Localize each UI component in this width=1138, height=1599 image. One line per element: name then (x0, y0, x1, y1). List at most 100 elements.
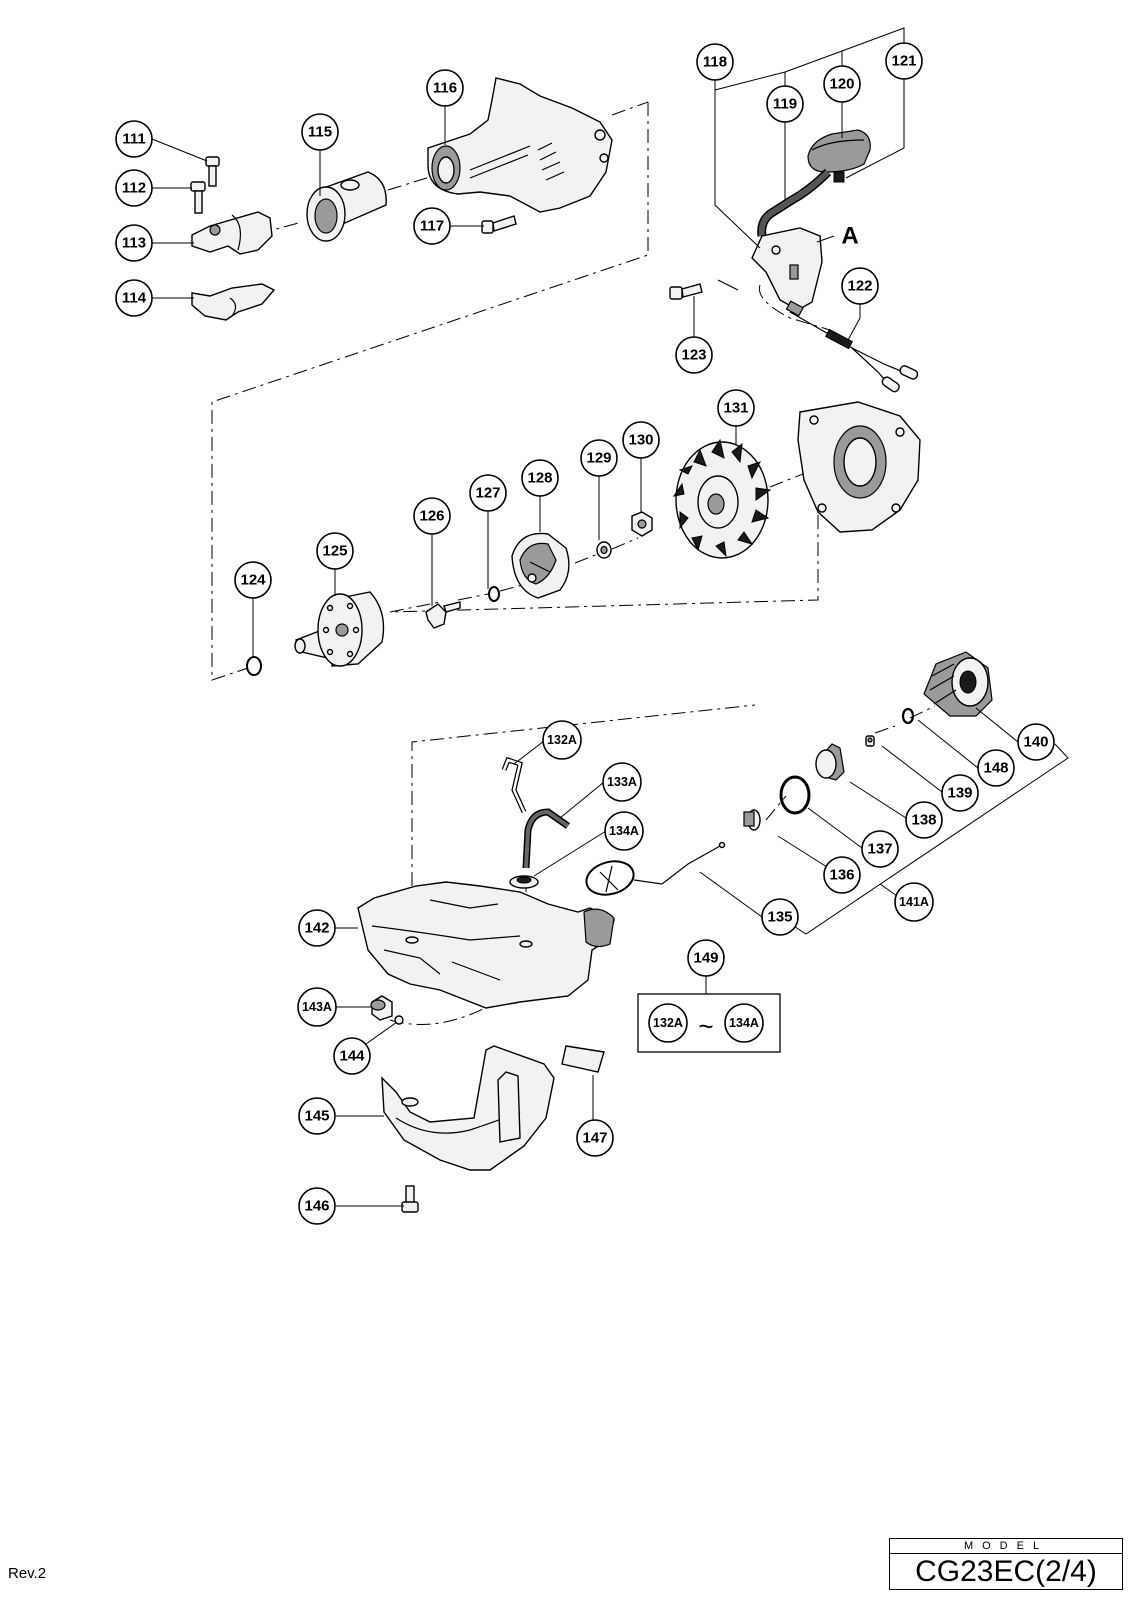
callout-label-140: 140 (1023, 734, 1048, 751)
part-140-fuel-cap (923, 651, 993, 717)
model-title-block: MODEL CG23EC(2/4) (889, 1538, 1123, 1590)
callout-label-142: 142 (304, 920, 329, 937)
callout-label-128: 128 (527, 470, 552, 487)
callout-126: 126 (413, 497, 451, 535)
callout-label-143A: 143A (302, 1000, 332, 1014)
part-123-screw (669, 279, 739, 300)
callout-144: 144 (333, 1037, 371, 1075)
callout-label-141A: 141A (899, 895, 929, 909)
kit-149-to-callout: 134A (724, 1003, 764, 1043)
callout-117: 117 (413, 207, 451, 245)
callout-140: 140 (1017, 723, 1055, 761)
callout-125: 125 (316, 532, 354, 570)
callout-label-135: 135 (767, 909, 792, 926)
callout-149: 149 (687, 939, 725, 977)
leader-lines (151, 27, 1069, 1207)
callout-146: 146 (298, 1187, 336, 1225)
callout-129: 129 (580, 439, 618, 477)
callout-label-132A: 132A (547, 733, 577, 747)
callout-label-147: 147 (582, 1130, 607, 1147)
part-118-switch-plate (751, 227, 823, 311)
part-124-snap-ring (246, 656, 262, 676)
part-134A-grommet (509, 875, 539, 889)
part-111-bolt (205, 156, 220, 187)
part-113-clamp-upper (191, 211, 273, 255)
callout-127: 127 (469, 474, 507, 512)
revision-label: Rev.2 (8, 1565, 47, 1582)
part-130-nut (631, 511, 653, 537)
callout-118: 118 (696, 43, 734, 81)
callout-label-130: 130 (628, 432, 653, 449)
callout-148: 148 (977, 749, 1015, 787)
callout-label-122: 122 (847, 278, 872, 295)
callout-112: 112 (115, 169, 153, 207)
kit-149-from-label: 132A (653, 1016, 683, 1030)
part-145-tank-cover (381, 1045, 555, 1171)
part-114-clamp-lower (191, 283, 276, 321)
callout-label-127: 127 (475, 485, 500, 502)
part-116-clutch-housing (427, 77, 613, 213)
part-135-strainer (585, 841, 726, 896)
callout-label-111: 111 (122, 131, 145, 148)
part-137-gasket (779, 775, 811, 815)
callout-120: 120 (823, 65, 861, 103)
part-133A-fuel-pipe (522, 808, 571, 869)
callout-label-139: 139 (947, 785, 972, 802)
callout-137: 137 (861, 830, 899, 868)
callout-131: 131 (717, 389, 755, 427)
part-131-flywheel (672, 438, 772, 559)
callout-138: 138 (905, 801, 943, 839)
callout-label-148: 148 (983, 760, 1008, 777)
part-122-wire-harness (785, 300, 919, 393)
part-146-screw (401, 1185, 419, 1213)
callout-122: 122 (841, 267, 879, 305)
part-143A-filter (370, 995, 393, 1021)
callout-label-144: 144 (339, 1048, 365, 1065)
callout-label-124: 124 (240, 572, 266, 589)
part-129-washer (596, 541, 612, 559)
callout-133A: 133A (602, 762, 642, 802)
callout-label-119: 119 (773, 96, 797, 113)
part-128-clutch-shoe (511, 532, 570, 599)
callout-132A: 132A (542, 720, 582, 760)
callout-114: 114 (115, 279, 153, 317)
callout-label-149: 149 (693, 950, 718, 967)
callout-123: 123 (675, 336, 713, 374)
callout-143A: 143A (297, 987, 337, 1027)
callout-label-131: 131 (723, 400, 748, 417)
callout-label-121: 121 (891, 53, 916, 70)
kit-149-to-label: 134A (729, 1016, 759, 1030)
callout-label-120: 120 (829, 76, 854, 93)
callout-147: 147 (576, 1119, 614, 1157)
part-136-valve (743, 809, 761, 831)
callout-119: 119 (766, 85, 804, 123)
callout-label-115: 115 (308, 124, 332, 141)
callout-label-133A: 133A (607, 775, 637, 789)
callout-label-146: 146 (304, 1198, 329, 1215)
callout-label-129: 129 (586, 450, 611, 467)
callout-label-114: 114 (122, 290, 147, 307)
model-label: MODEL (890, 1539, 1122, 1554)
callout-label-145: 145 (304, 1108, 329, 1125)
part-125-clutch-drum (294, 591, 385, 667)
callout-145: 145 (298, 1097, 336, 1135)
callout-135: 135 (761, 898, 799, 936)
callout-label-137: 137 (867, 841, 892, 858)
callout-121: 121 (885, 42, 923, 80)
kit-149-from-callout: 132A (648, 1003, 688, 1043)
callout-label-136: 136 (829, 867, 854, 884)
callout-124: 124 (234, 561, 272, 599)
part-139-valve-stem (865, 735, 875, 747)
part-127-spring-washer (488, 586, 500, 602)
part-117-screw (481, 215, 517, 234)
callout-label-117: 117 (420, 218, 444, 235)
callout-128: 128 (521, 459, 559, 497)
callout-136: 136 (823, 856, 861, 894)
callout-label-138: 138 (911, 812, 936, 829)
part-115-bushing (306, 171, 387, 242)
callout-130: 130 (622, 421, 660, 459)
part-138-diaphragm (815, 743, 845, 781)
callout-141A: 141A (894, 882, 934, 922)
model-number: CG23EC(2/4) (915, 1555, 1097, 1588)
